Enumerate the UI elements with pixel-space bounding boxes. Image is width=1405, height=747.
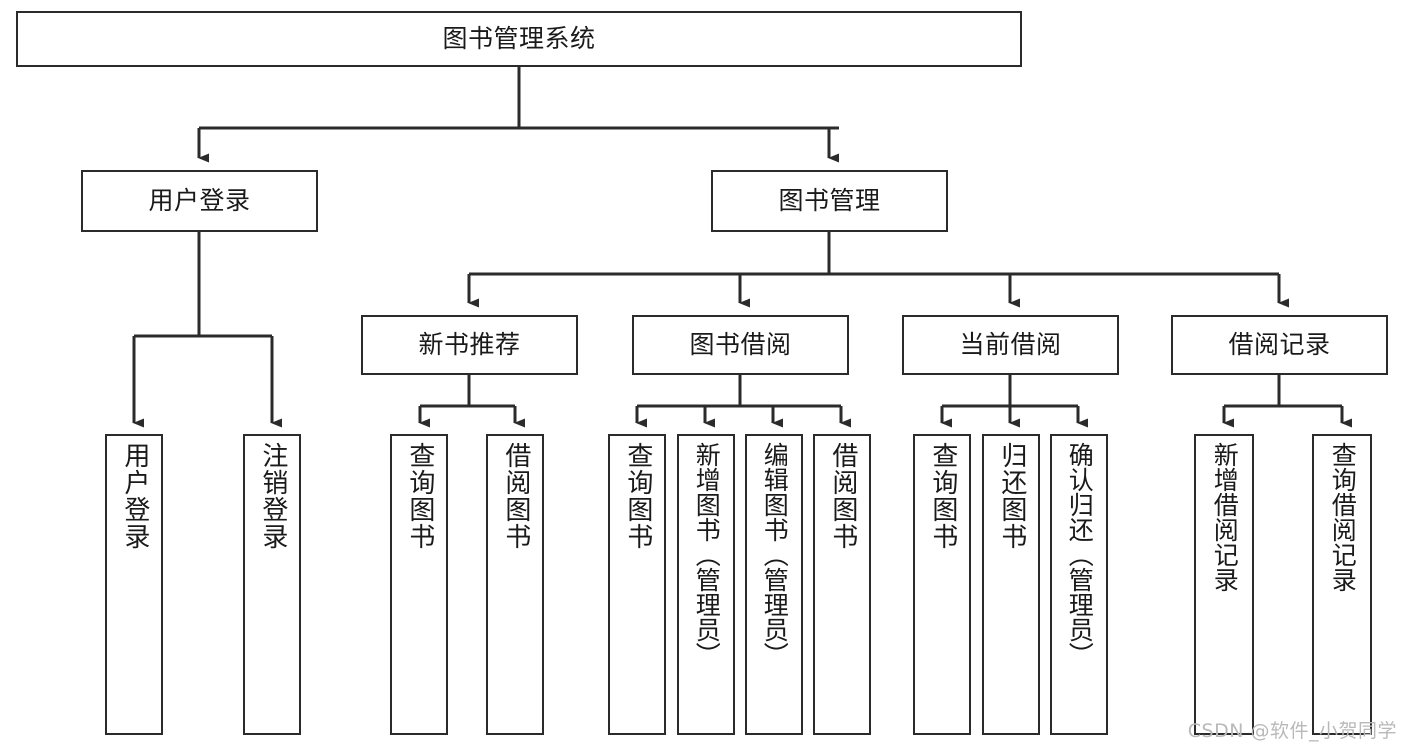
node-label: 借阅图书 <box>827 442 858 550</box>
leaf-new-book-borrow[interactable]: 借阅图书 <box>486 434 544 735</box>
node-borrow-record[interactable]: 借阅记录 <box>1171 315 1388 375</box>
node-label: 新增借阅记录 <box>1210 442 1240 592</box>
leaf-book-borrow-edit[interactable]: 编辑图书（管理员） <box>745 434 803 735</box>
node-label: 图书管理 <box>778 186 881 215</box>
node-label: 注销登录 <box>257 442 288 550</box>
node-new-book-recommend[interactable]: 新书推荐 <box>361 315 578 375</box>
node-label: 借阅记录 <box>1228 330 1331 359</box>
leaf-user-login-login[interactable]: 用户登录 <box>105 434 163 735</box>
node-label: 用户登录 <box>148 186 251 215</box>
leaf-book-borrow-borrow[interactable]: 借阅图书 <box>813 434 871 735</box>
leaf-current-borrow-query[interactable]: 查询图书 <box>913 434 971 735</box>
leaf-current-borrow-confirm-return[interactable]: 确认归还（管理员） <box>1050 434 1108 735</box>
leaf-book-borrow-add[interactable]: 新增图书（管理员） <box>677 434 735 735</box>
node-label: 图书借阅 <box>689 330 792 359</box>
node-label: 查询图书 <box>404 442 435 550</box>
leaf-user-login-logout[interactable]: 注销登录 <box>243 434 301 735</box>
node-book-management[interactable]: 图书管理 <box>711 170 948 232</box>
leaf-book-borrow-query[interactable]: 查询图书 <box>608 434 666 735</box>
node-user-login[interactable]: 用户登录 <box>81 170 318 232</box>
node-label: 查询图书 <box>622 442 653 550</box>
node-label: 当前借阅 <box>959 330 1062 359</box>
node-label: 归还图书 <box>996 442 1027 550</box>
node-label: 借阅图书 <box>500 442 531 550</box>
node-root-system[interactable]: 图书管理系统 <box>16 11 1022 67</box>
node-label: 查询图书 <box>927 442 958 550</box>
node-label: 图书管理系统 <box>442 24 596 53</box>
node-label: 新书推荐 <box>418 330 521 359</box>
node-label: 确认归还（管理员） <box>1065 442 1095 667</box>
node-label: 新增图书（管理员） <box>692 442 722 667</box>
node-label: 编辑图书（管理员） <box>760 442 790 667</box>
node-book-borrow[interactable]: 图书借阅 <box>632 315 849 375</box>
leaf-borrow-record-add[interactable]: 新增借阅记录 <box>1194 434 1254 735</box>
node-current-borrow[interactable]: 当前借阅 <box>902 315 1119 375</box>
leaf-current-borrow-return[interactable]: 归还图书 <box>982 434 1040 735</box>
node-label: 用户登录 <box>119 442 150 550</box>
leaf-borrow-record-query[interactable]: 查询借阅记录 <box>1312 434 1372 735</box>
node-label: 查询借阅记录 <box>1328 442 1358 592</box>
leaf-new-book-query[interactable]: 查询图书 <box>390 434 448 735</box>
